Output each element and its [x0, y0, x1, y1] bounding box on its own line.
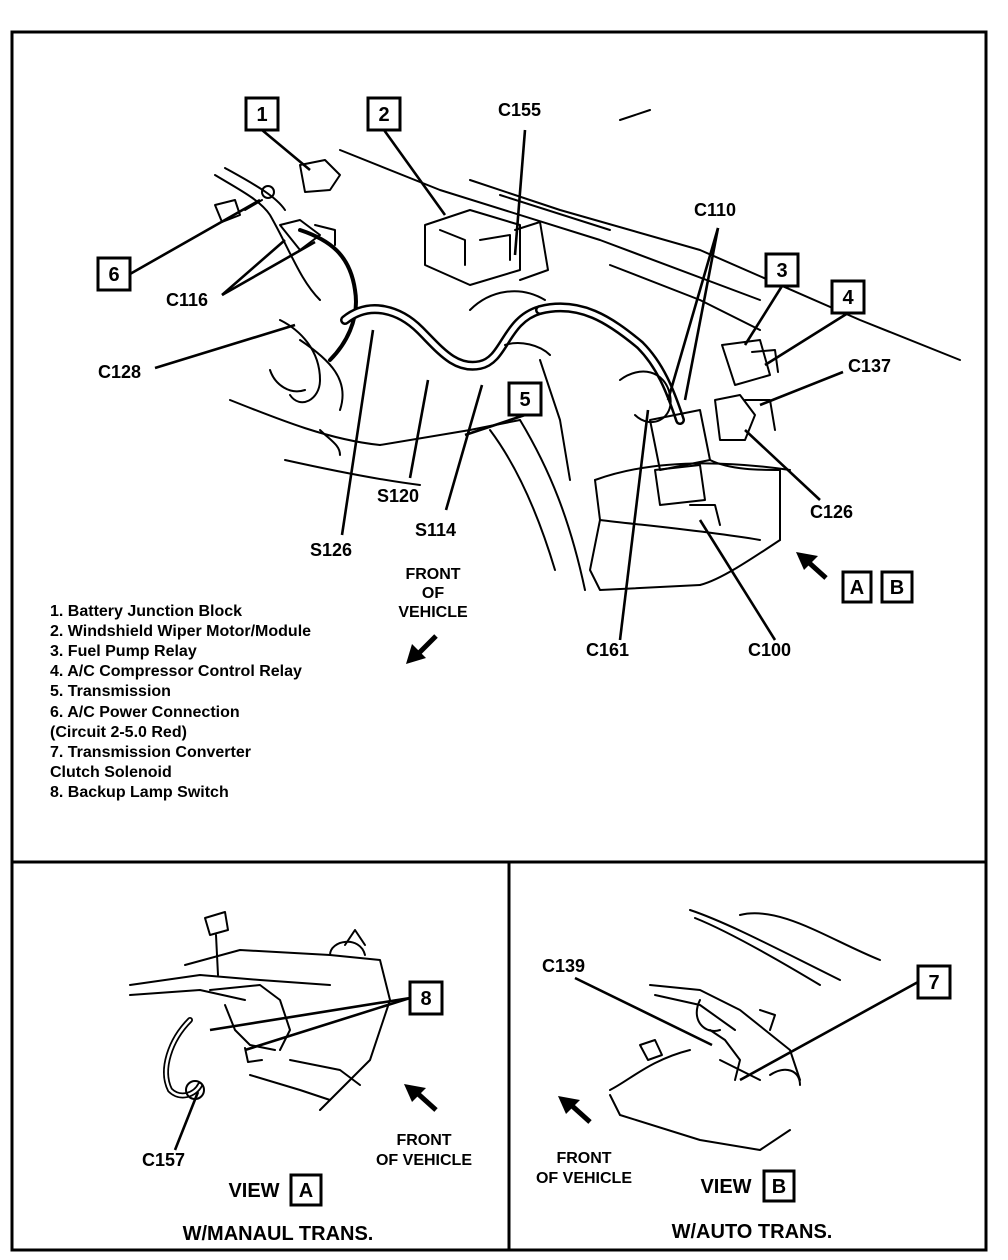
- callout-6: 6: [96, 256, 132, 292]
- view-b-title: VIEW B: [700, 1169, 796, 1203]
- callout-5: 5: [507, 381, 543, 417]
- label-c157: C157: [142, 1150, 185, 1170]
- label-s120: S120: [377, 486, 419, 506]
- label-s114: S114: [415, 520, 456, 540]
- front-line-1: FRONT: [396, 1132, 451, 1149]
- label-c100: C100: [748, 640, 791, 660]
- callout-6-label: 6: [108, 264, 119, 286]
- callout-8-label: 8: [420, 988, 431, 1010]
- legend: 1. Battery Junction Block 2. Windshield …: [50, 603, 311, 801]
- label-c110: C110: [694, 200, 736, 220]
- view-a-title: VIEW A: [228, 1173, 323, 1207]
- view-ref-a: A: [850, 577, 864, 599]
- arrow-up-left-icon: [558, 1096, 592, 1124]
- front-of-vehicle-b: FRONT OF VEHICLE: [536, 1096, 632, 1187]
- legend-item: 7. Transmission Converter: [50, 744, 251, 761]
- front-line-3: VEHICLE: [398, 604, 468, 621]
- callout-2: 2: [366, 96, 402, 132]
- view-b-word: VIEW: [700, 1176, 751, 1198]
- front-line-1: FRONT: [405, 566, 460, 583]
- leader-lines: [129, 129, 849, 641]
- label-c128: C128: [98, 362, 141, 382]
- leader-c157: [173, 1091, 200, 1151]
- legend-item: 2. Windshield Wiper Motor/Module: [50, 623, 311, 640]
- label-s126: S126: [310, 540, 352, 560]
- callout-5-label: 5: [519, 389, 530, 411]
- leader-c139: [574, 976, 713, 1047]
- arrow-up-left-icon: [404, 1084, 438, 1112]
- callout-1: 1: [244, 96, 280, 132]
- front-line-2: OF: [422, 585, 444, 602]
- label-c116: C116: [166, 290, 208, 310]
- view-a-letter: A: [299, 1180, 313, 1202]
- connector-labels: C155 C110 C116 C128 C137 C126 C161 C100 …: [98, 100, 891, 660]
- callout-4-label: 4: [842, 287, 854, 309]
- arrow-up-left-icon: [796, 552, 828, 580]
- front-line-2: OF VEHICLE: [376, 1152, 472, 1169]
- view-a-drawing: [129, 911, 391, 1111]
- label-c126: C126: [810, 502, 853, 522]
- front-of-vehicle-a: FRONT OF VEHICLE: [376, 1084, 472, 1169]
- legend-item: 1. Battery Junction Block: [50, 603, 242, 620]
- view-reference: A B: [796, 552, 914, 604]
- legend-item: Clutch Solenoid: [50, 764, 172, 781]
- legend-item: 8. Backup Lamp Switch: [50, 784, 229, 801]
- arrow-down-left-icon: [406, 634, 438, 664]
- front-of-vehicle-main: FRONT OF VEHICLE: [398, 566, 468, 664]
- legend-item: 4. A/C Compressor Control Relay: [50, 663, 302, 680]
- legend-item: (Circuit 2-5.0 Red): [50, 724, 187, 741]
- view-b-letter: B: [772, 1176, 786, 1198]
- view-a-caption: W/MANAUL TRANS.: [183, 1223, 374, 1245]
- view-b-drawing: [609, 909, 881, 1151]
- legend-item: 3. Fuel Pump Relay: [50, 643, 197, 660]
- legend-item: 5. Transmission: [50, 683, 171, 700]
- view-ref-b: B: [890, 577, 904, 599]
- view-b-callout-7: 7: [739, 964, 952, 1082]
- legend-item: 6. A/C Power Connection: [50, 704, 240, 721]
- front-line-2: OF VEHICLE: [536, 1170, 632, 1187]
- view-a-callout-8: 8: [209, 980, 444, 1052]
- label-c155: C155: [498, 100, 541, 120]
- callout-7-label: 7: [928, 972, 939, 994]
- frame: [10, 30, 988, 1252]
- callout-1-label: 1: [256, 104, 267, 126]
- callout-4: 4: [830, 279, 866, 315]
- label-c139: C139: [542, 956, 585, 976]
- front-line-1: FRONT: [556, 1150, 611, 1167]
- view-a-word: VIEW: [228, 1180, 279, 1202]
- label-c161: C161: [586, 640, 629, 660]
- callout-3: 3: [764, 252, 800, 288]
- label-c137: C137: [848, 356, 891, 376]
- callout-2-label: 2: [378, 104, 389, 126]
- callout-3-label: 3: [776, 260, 787, 282]
- view-b-caption: W/AUTO TRANS.: [672, 1221, 833, 1243]
